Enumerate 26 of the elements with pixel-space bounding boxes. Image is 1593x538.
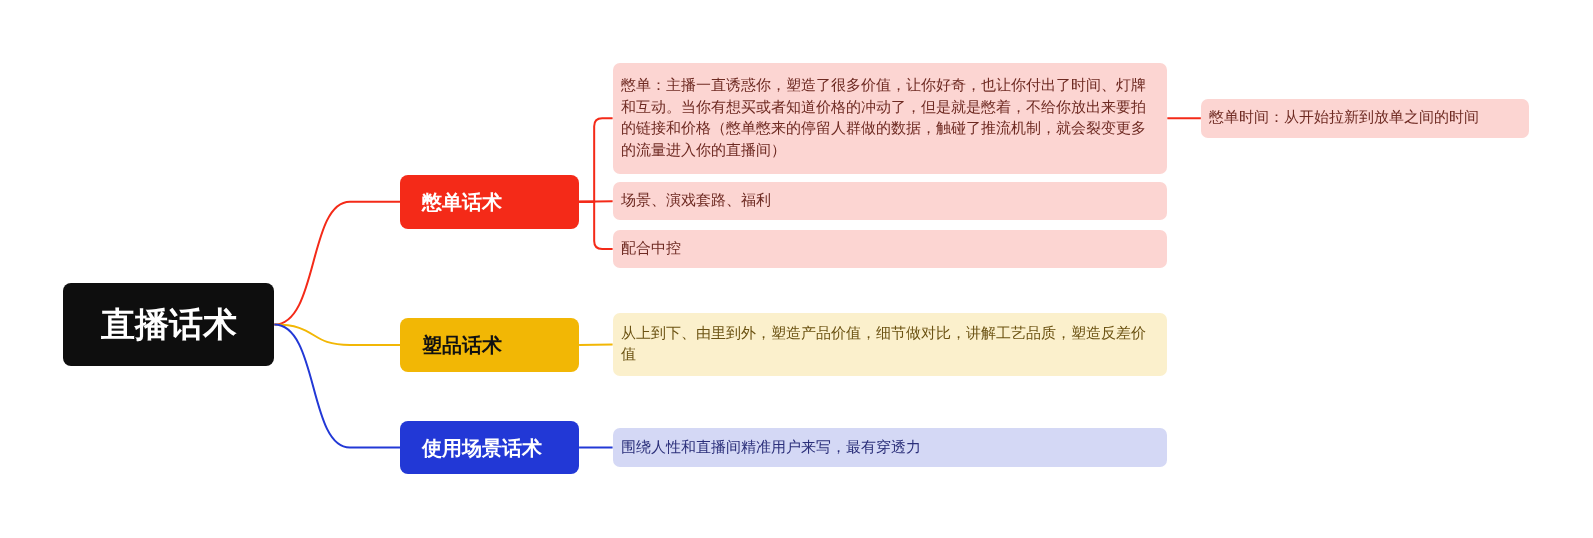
connector-line [578,446,614,449]
topic-text: 从上到下、由里到外，塑造产品价值，细节做对比，讲解工艺品质，塑造反差价值 [620,322,1147,366]
topic-box [400,174,580,229]
topic-text: 场景、演戏套路、福利 [620,190,771,212]
topic-text: 直播话术 [100,304,237,345]
subtopic-box [612,427,1168,468]
topic-box [400,420,580,475]
subtopic-box [612,229,1168,269]
topic-text: 憋单话术 [422,189,503,214]
root-topic-box [63,283,275,366]
connector-line [273,200,402,326]
topic-text: 塑品话术 [422,332,503,357]
topic-text: 使用场景话术 [422,435,543,460]
connector-line [273,323,402,449]
connector-line [578,343,614,346]
topic-text: 围绕人性和直播间精准用户来写，最有穿透力 [620,436,921,458]
subtopic-box [612,63,1168,174]
subtopic-box [1200,98,1529,139]
topic-text: 憋单：主播一直诱惑你，塑造了很多价值，让你好奇，也让你付出了时间、灯牌和互动。当你有想买或者知道价格的冲动了，但是就是憋着，不给你放出来要拍的链接和价格（憋单憋来的停留人群做的数据，触碰了推流机制，就会裂变更多的流量进入你的直播间） [620,74,1147,162]
subtopic-box [612,312,1168,376]
topic-text: 配合中控 [620,238,681,259]
topic-text: 憋单时间：从开始拉新到放单之间的时间 [1208,107,1479,129]
connector-line [578,200,614,250]
topic-box [400,318,580,372]
subtopic-box [612,181,1168,221]
connector-line [1166,117,1202,120]
